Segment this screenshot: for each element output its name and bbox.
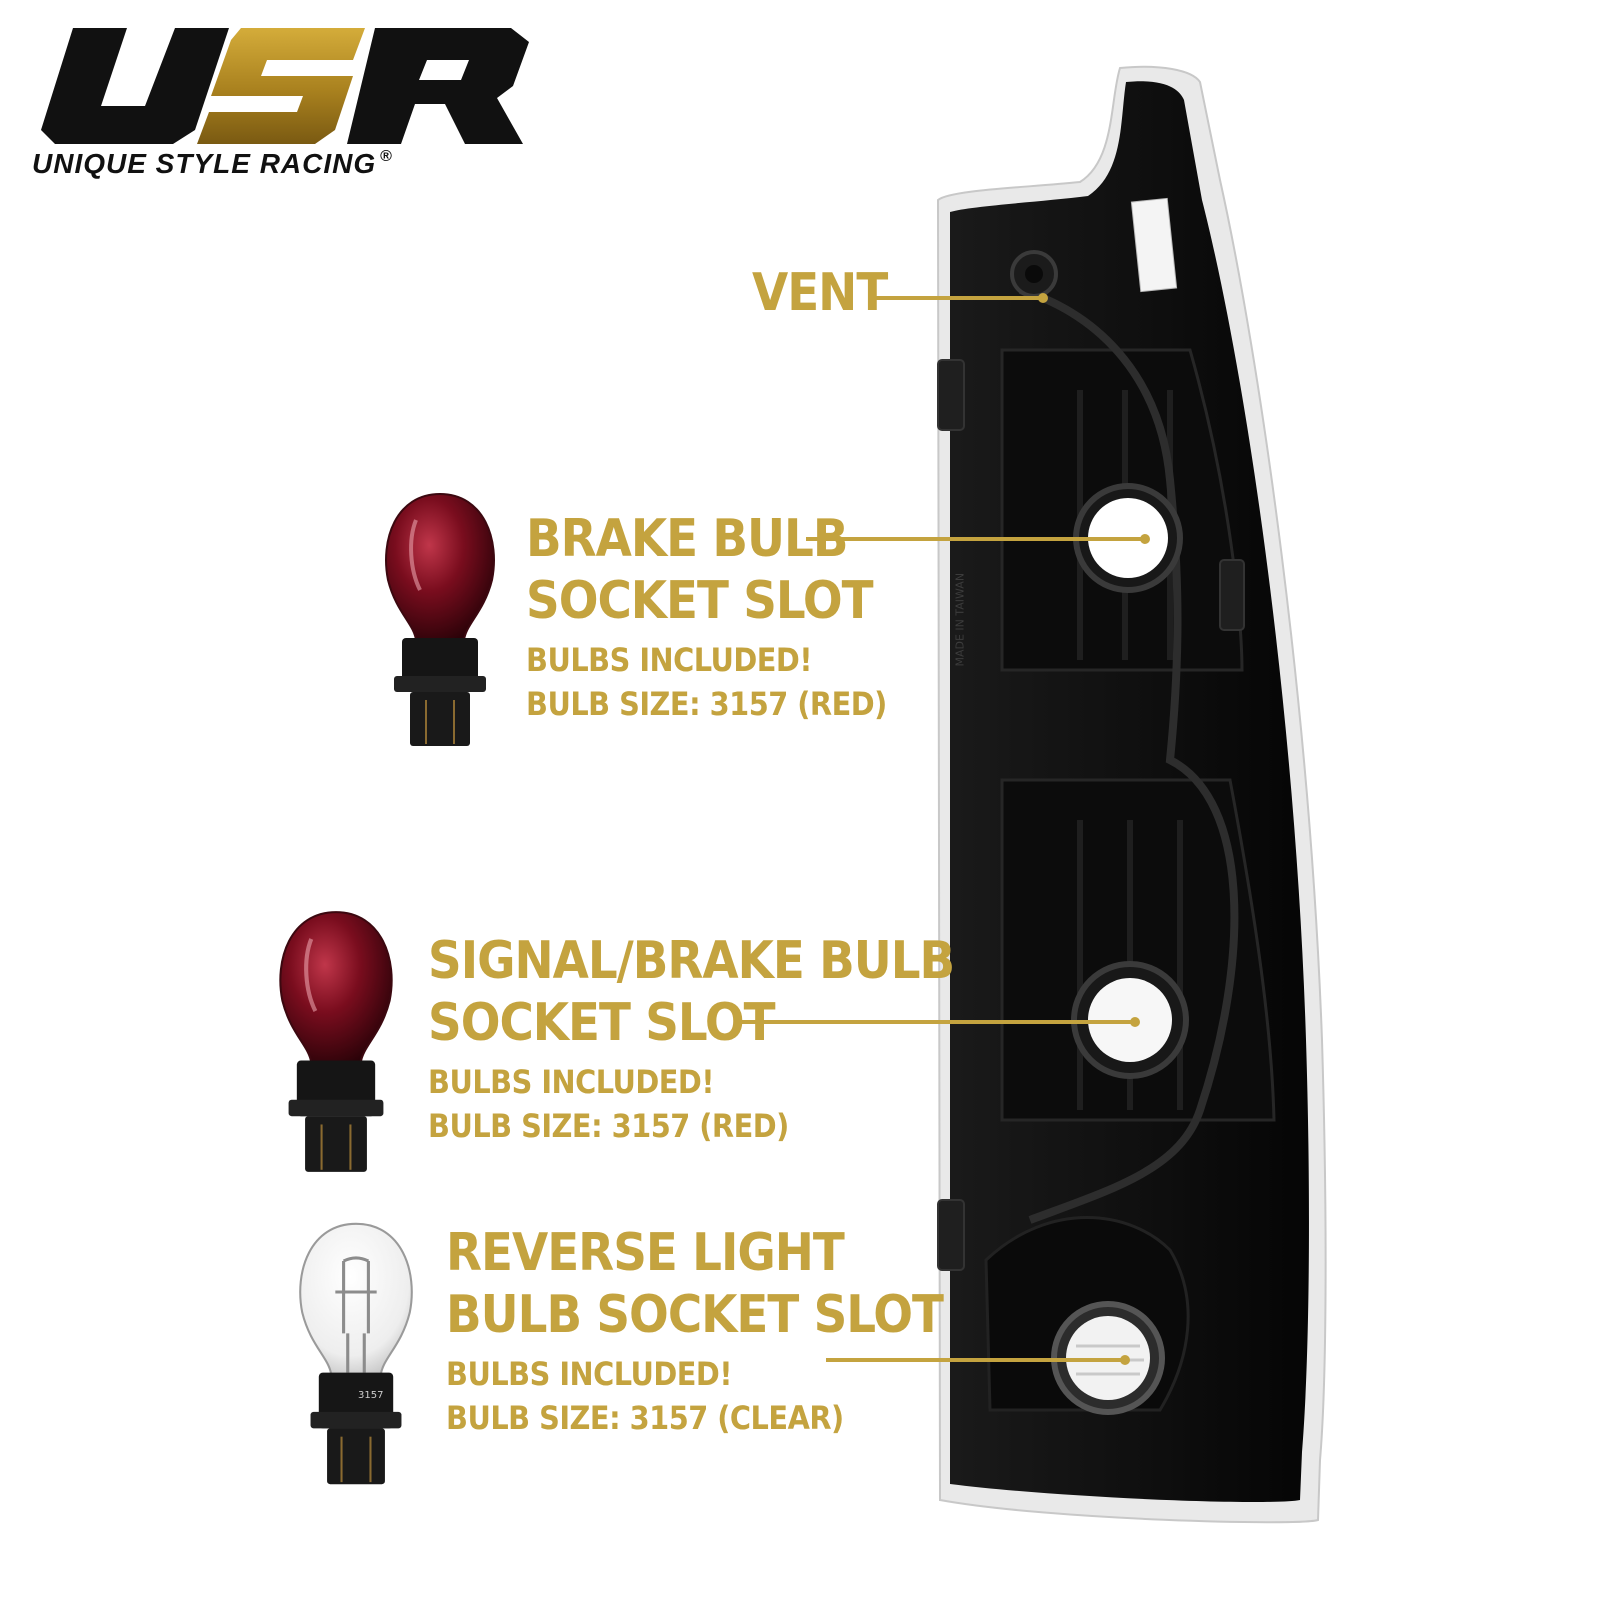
reverse-title-line2: BULB SOCKET SLOT <box>446 1285 944 1345</box>
reverse-leader-dot <box>1120 1355 1130 1365</box>
usr-logo-mark-icon <box>41 28 529 144</box>
bulb-base-label: 3157 <box>358 1390 384 1401</box>
red-bulb-icon <box>279 911 393 1172</box>
reverse-bulb-size: BULB SIZE: 3157 (CLEAR) <box>446 1399 844 1437</box>
brake-bulbs-note: BULBS INCLUDED! <box>526 641 812 679</box>
brand-logo: UNIQUE STYLE RACING® <box>30 20 550 190</box>
signal-bulbs-note: BULBS INCLUDED! <box>428 1063 714 1101</box>
signal-leader-dot <box>1130 1017 1140 1027</box>
reverse-callout: REVERSE LIGHT BULB SOCKET SLOT BULBS INC… <box>446 1222 944 1440</box>
brake-bulb-size: BULB SIZE: 3157 (RED) <box>526 685 887 723</box>
clear-bulb-icon <box>299 1222 413 1485</box>
made-in-marking: MADE IN TAIWAN <box>953 572 967 667</box>
brake-leader-dot <box>1140 534 1150 544</box>
brake-title-line2: SOCKET SLOT <box>526 571 874 631</box>
brand-name: UNIQUE STYLE RACING® <box>32 148 393 180</box>
brake-title-line1: BRAKE BULB <box>526 509 848 569</box>
reverse-title-line1: REVERSE LIGHT <box>446 1223 845 1283</box>
tail-lamp-housing <box>936 65 1327 1524</box>
brand-name-text: UNIQUE STYLE RACING <box>32 148 377 179</box>
vent-leader-dot <box>1038 293 1048 303</box>
brake-leader-line <box>806 537 1146 541</box>
signal-callout: SIGNAL/BRAKE BULB SOCKET SLOT BULBS INCL… <box>428 930 955 1148</box>
brake-callout: BRAKE BULB SOCKET SLOT BULBS INCLUDED! B… <box>526 508 887 726</box>
signal-bulb-size: BULB SIZE: 3157 (RED) <box>428 1107 789 1145</box>
registered-mark: ® <box>380 148 393 165</box>
signal-title-line1: SIGNAL/BRAKE BULB <box>428 931 955 991</box>
reverse-bulbs-note: BULBS INCLUDED! <box>446 1355 732 1393</box>
vent-label: VENT <box>752 263 888 323</box>
red-bulb-icon <box>385 492 495 746</box>
signal-title-line2: SOCKET SLOT <box>428 993 776 1053</box>
signal-leader-line <box>742 1020 1136 1024</box>
reverse-leader-line <box>826 1358 1126 1362</box>
vent-leader-line <box>876 296 1044 300</box>
